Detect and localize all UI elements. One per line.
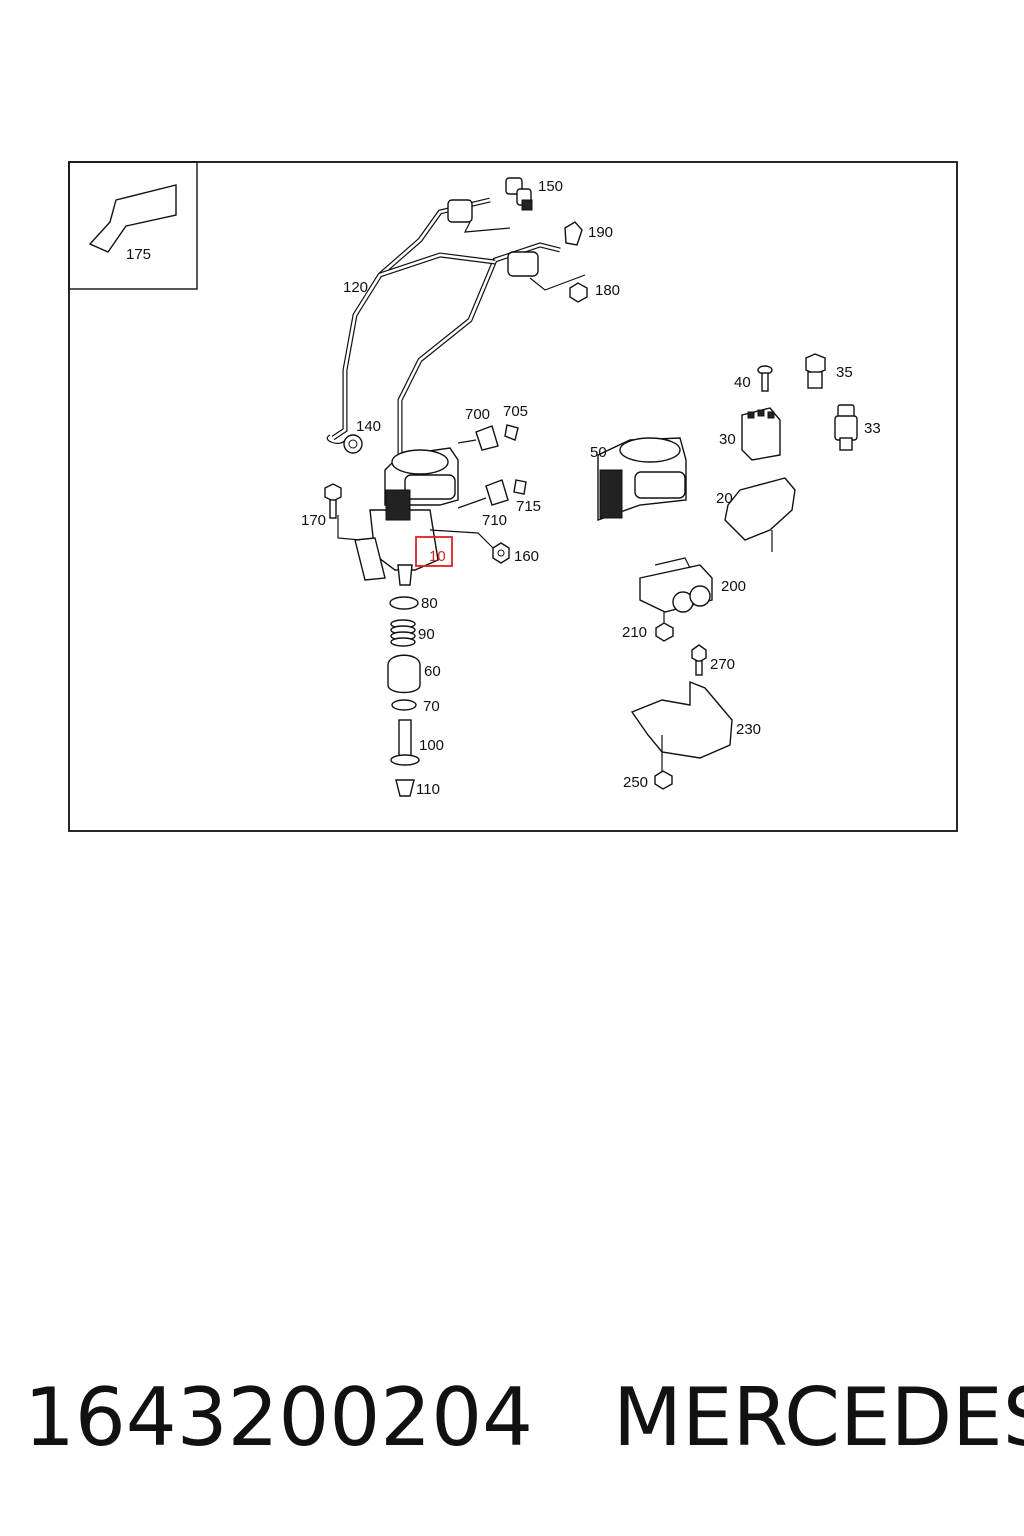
callout-90: 90 [418, 626, 435, 643]
callout-170: 170 [301, 512, 326, 529]
spring-90 [390, 619, 416, 647]
callout-110: 110 [416, 781, 440, 798]
clip-190 [564, 221, 583, 246]
callout-80: 80 [421, 595, 438, 612]
callout-40: 40 [734, 374, 751, 391]
callout-250: 250 [623, 774, 648, 791]
callout-30: 30 [719, 431, 736, 448]
callout-705: 705 [503, 403, 528, 420]
compressor-assembly-10 [337, 447, 459, 586]
bolt-100 [390, 719, 420, 766]
callout-230: 230 [736, 721, 761, 738]
bracket-20 [724, 477, 796, 552]
compressor-50 [597, 437, 687, 521]
callout-175: 175 [126, 246, 151, 263]
callout-160: 160 [514, 548, 539, 565]
connector-33 [834, 404, 858, 451]
part-stack [387, 596, 421, 797]
footer-caption: 1643200204 MERCEDES [24, 1368, 1024, 1468]
callout-100: 100 [419, 737, 444, 754]
screw-40 [757, 365, 773, 392]
callout-33: 33 [864, 420, 881, 437]
clip-150 [505, 177, 533, 211]
washer-80 [389, 596, 419, 610]
brand-name: MERCEDES [612, 1371, 1024, 1464]
diagram-frame [68, 161, 958, 832]
callout-150: 150 [538, 178, 563, 195]
callout-270: 270 [710, 656, 735, 673]
nut-110 [395, 779, 415, 797]
callout-710: 710 [482, 512, 507, 529]
callout-50: 50 [590, 444, 607, 461]
fitting-35 [805, 353, 826, 389]
callout-715: 715 [516, 498, 541, 515]
parts-700-715 [457, 424, 527, 509]
nut-250 [654, 770, 673, 790]
nut-210 [655, 612, 674, 642]
nut-160 [429, 529, 510, 564]
inset-box: 175 [68, 161, 198, 290]
callout-200: 200 [721, 578, 746, 595]
washer-70 [391, 699, 417, 711]
relay-30 [741, 407, 781, 461]
bolt-170 [324, 483, 342, 519]
air-lines [326, 197, 586, 455]
cover-230 [630, 680, 733, 772]
nut-180 [569, 282, 588, 303]
callout-20: 20 [716, 490, 733, 507]
bump-stop-60 [387, 654, 421, 694]
callout-60: 60 [424, 663, 441, 680]
callout-140: 140 [356, 418, 381, 435]
valve-block-200 [639, 557, 713, 613]
highlight-box-10 [415, 536, 453, 567]
callout-180: 180 [595, 282, 620, 299]
callout-10: 10 [429, 548, 446, 565]
inset-part-shape [88, 184, 177, 253]
callout-210: 210 [622, 624, 647, 641]
callout-35: 35 [836, 364, 853, 381]
parts-diagram: 175 [68, 161, 958, 832]
bolt-270 [691, 644, 707, 676]
clamp-140 [343, 434, 363, 454]
part-number: 1643200204 [24, 1371, 533, 1464]
callout-70: 70 [423, 698, 440, 715]
callout-700: 700 [465, 406, 490, 423]
callout-120: 120 [343, 279, 368, 296]
callout-190: 190 [588, 224, 613, 241]
